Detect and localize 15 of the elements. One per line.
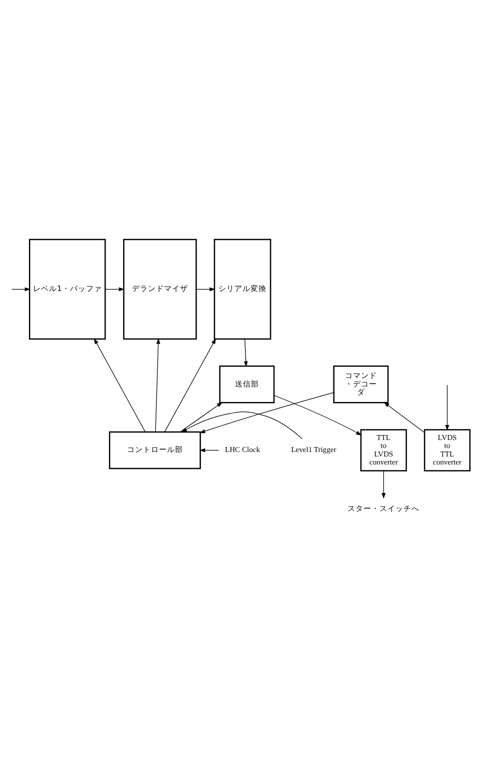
arrow [180,402,223,432]
arrow [155,338,160,432]
arrow [104,286,125,291]
arrow [196,286,216,291]
arrow [181,411,302,439]
arrow [445,384,450,430]
arrow [199,448,219,452]
arrow [199,392,334,433]
arrow [244,338,248,366]
arrow [94,338,146,432]
arrow [274,394,362,435]
arrow [384,402,425,432]
arrow [164,338,216,432]
arrow [11,286,31,291]
arrow [382,470,386,498]
